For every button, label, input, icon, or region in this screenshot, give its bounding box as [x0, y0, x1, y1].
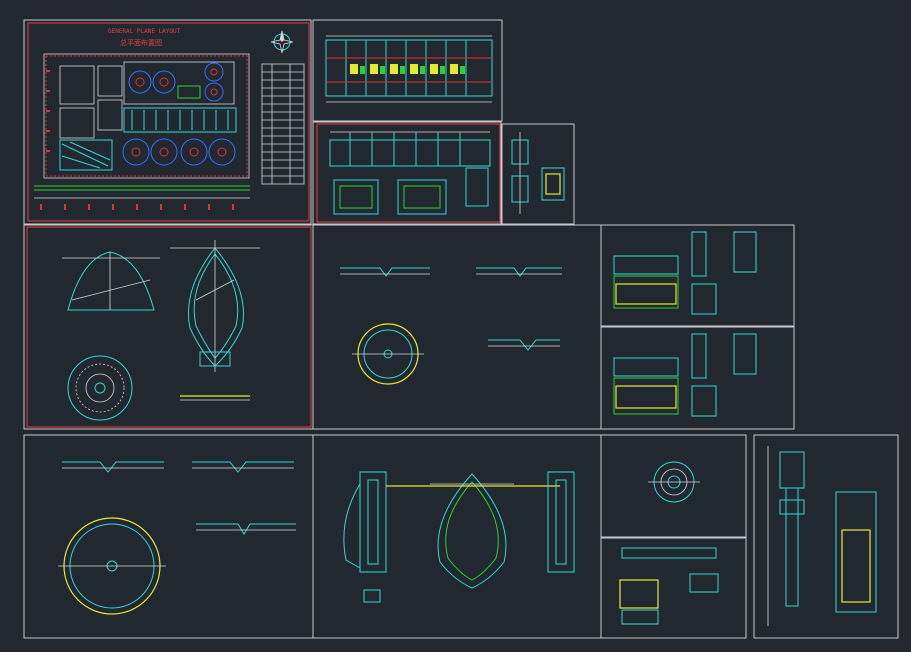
sheet-clarifier	[23, 434, 314, 639]
plan-title-en: GENERAL PLANE LAYOUT	[108, 28, 181, 35]
sheet-building-elevation-a	[600, 224, 795, 327]
sheet-sections-a	[312, 121, 502, 225]
sheet-digester-sections	[23, 224, 314, 430]
sheet-building-elevation-b	[600, 326, 795, 430]
sheet-pump-house	[600, 537, 747, 639]
sheet-large-digester	[312, 434, 602, 639]
sheet-detail-small	[501, 123, 575, 225]
plan-digesters-top	[128, 62, 224, 102]
north-arrow-icon	[270, 30, 294, 54]
sheet-building-plan	[312, 19, 503, 122]
sheet-tank-sections-a	[312, 224, 602, 430]
plan-clarifiers-bottom	[122, 138, 236, 166]
plan-title-cn: 总平面布置图	[120, 38, 162, 47]
sheet-tower-elevation	[753, 434, 899, 639]
sheet-round-plan	[600, 434, 747, 538]
sheet-general-plane-layout: GENERAL PLANE LAYOUT 总平面布置图	[23, 19, 312, 225]
